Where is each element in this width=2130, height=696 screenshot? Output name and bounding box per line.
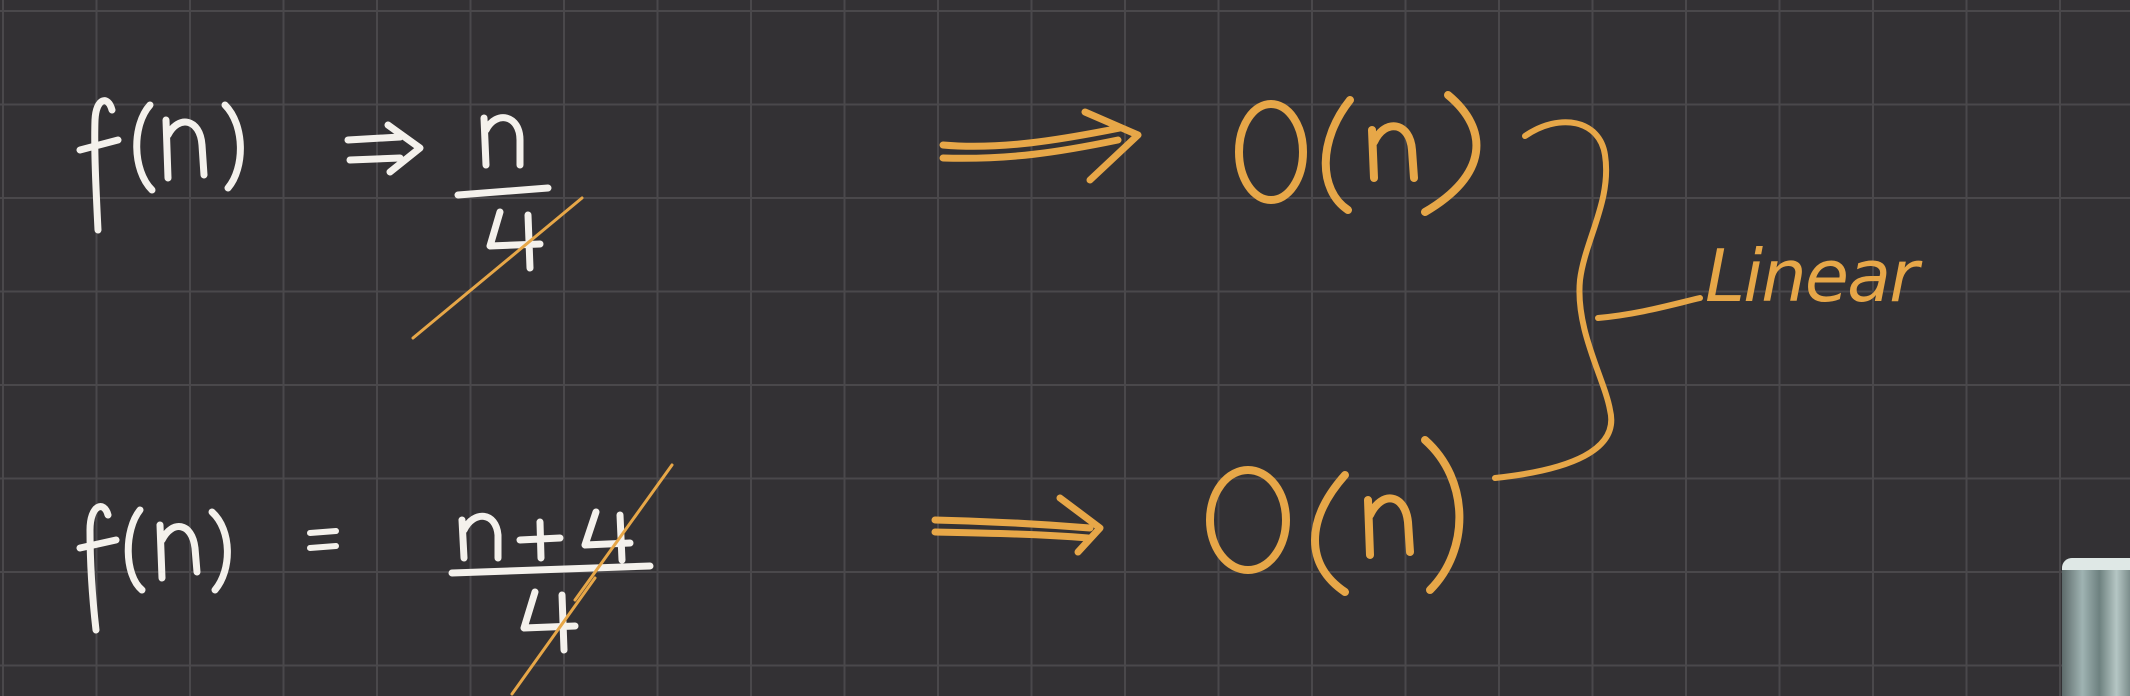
equals-sign bbox=[307, 528, 339, 551]
glyph-n bbox=[480, 114, 524, 169]
glyph-f bbox=[76, 97, 122, 234]
big-o-of-n-bottom bbox=[1206, 436, 1464, 596]
glyph-n bbox=[162, 116, 208, 182]
glyph-n bbox=[1368, 122, 1418, 182]
brace-connector-line bbox=[1595, 295, 1703, 321]
edge-overlay-widget bbox=[2062, 558, 2130, 696]
glyph-close-paren bbox=[1421, 91, 1481, 216]
implies-arrow bbox=[344, 121, 424, 176]
fraction-n-plus-4-over-4 bbox=[448, 508, 654, 654]
glyph-n bbox=[1364, 494, 1414, 559]
right-arrow-icon bbox=[939, 108, 1142, 184]
glyph-plus bbox=[516, 518, 564, 562]
glyph-O bbox=[1206, 466, 1290, 574]
glyph-n bbox=[458, 512, 502, 562]
glyph-close-paren bbox=[221, 101, 244, 192]
expression-f-of-n-bottom bbox=[76, 503, 231, 634]
glyph-open-paren bbox=[1311, 471, 1349, 596]
expression-f-of-n-top bbox=[76, 97, 244, 234]
strike-lower-4 bbox=[510, 576, 597, 696]
strikethrough-stroke-icon bbox=[510, 463, 674, 696]
glyph-f bbox=[76, 503, 120, 634]
strikethrough-stroke-icon bbox=[411, 196, 584, 340]
right-curly-brace-icon bbox=[1492, 119, 1703, 481]
fraction-n-over-4 bbox=[454, 114, 552, 272]
linear-label: Linear bbox=[1705, 234, 1919, 318]
fraction-bar bbox=[448, 562, 654, 577]
glyph-open-paren bbox=[1321, 96, 1354, 214]
glyph-O bbox=[1235, 100, 1307, 204]
glyph-close-paren bbox=[1421, 436, 1464, 594]
glyph-open-paren bbox=[133, 101, 156, 194]
glyph-close-paren bbox=[208, 508, 231, 594]
strike-upper-4 bbox=[573, 463, 674, 602]
glyph-n bbox=[156, 521, 201, 582]
fraction-bar bbox=[454, 184, 552, 199]
right-arrow-icon bbox=[931, 494, 1104, 556]
glyph-open-paren bbox=[124, 506, 146, 594]
big-o-of-n-top bbox=[1235, 91, 1481, 216]
